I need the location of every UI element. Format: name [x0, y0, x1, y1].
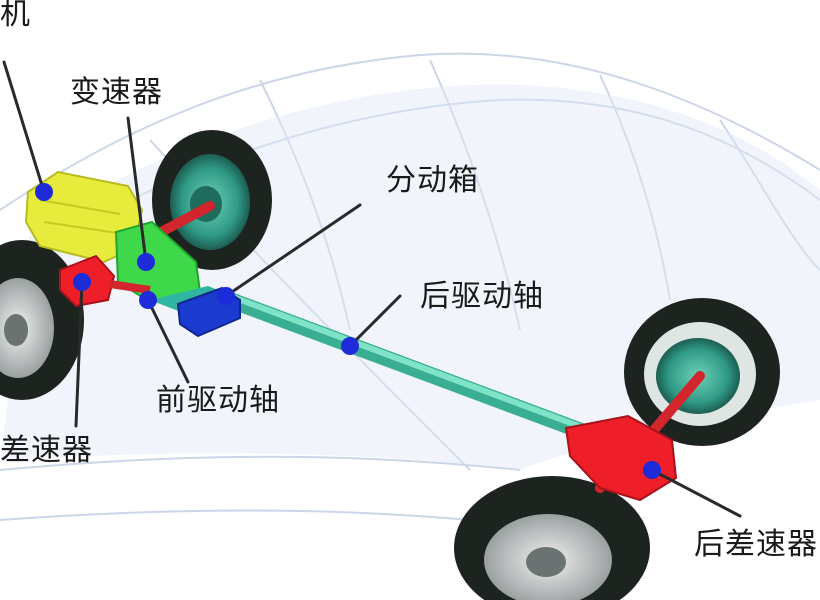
- leader-front-drive-shaft: [146, 298, 190, 384]
- rear-right-wheel: [624, 298, 780, 446]
- label-transfer-case: 分动箱: [386, 163, 479, 198]
- marker-rear-diff: [643, 461, 661, 479]
- label-rear-drive-shaft: 后驱动轴: [420, 279, 544, 314]
- label-front-differential: 差速器: [0, 433, 93, 468]
- leader-engine: [2, 60, 46, 194]
- marker-transmission: [137, 253, 155, 271]
- rear-drive-shaft: [222, 292, 608, 446]
- marker-front-drive-shaft: [139, 291, 157, 309]
- marker-rear-drive-shaft: [341, 337, 359, 355]
- callout-markers: [35, 183, 661, 479]
- marker-engine: [35, 183, 53, 201]
- marker-transfer-case: [217, 287, 235, 305]
- leader-front-diff: [74, 280, 84, 428]
- leader-rear-drive-shaft: [348, 294, 402, 348]
- rear-left-wheel: [454, 457, 650, 600]
- rear-differential: [564, 414, 678, 502]
- engine: [24, 170, 144, 264]
- label-front-drive-shaft: 前驱动轴: [156, 383, 280, 418]
- label-engine: 机: [0, 0, 31, 32]
- marker-front-diff: [73, 273, 91, 291]
- front-right-wheel: [145, 130, 272, 270]
- leader-transmission: [126, 116, 148, 264]
- label-rear-differential: 后差速器: [694, 527, 818, 562]
- leader-rear-diff: [650, 468, 742, 518]
- leader-lines: [2, 60, 742, 518]
- label-transmission: 变速器: [70, 75, 163, 110]
- leader-transfer-case: [224, 203, 362, 298]
